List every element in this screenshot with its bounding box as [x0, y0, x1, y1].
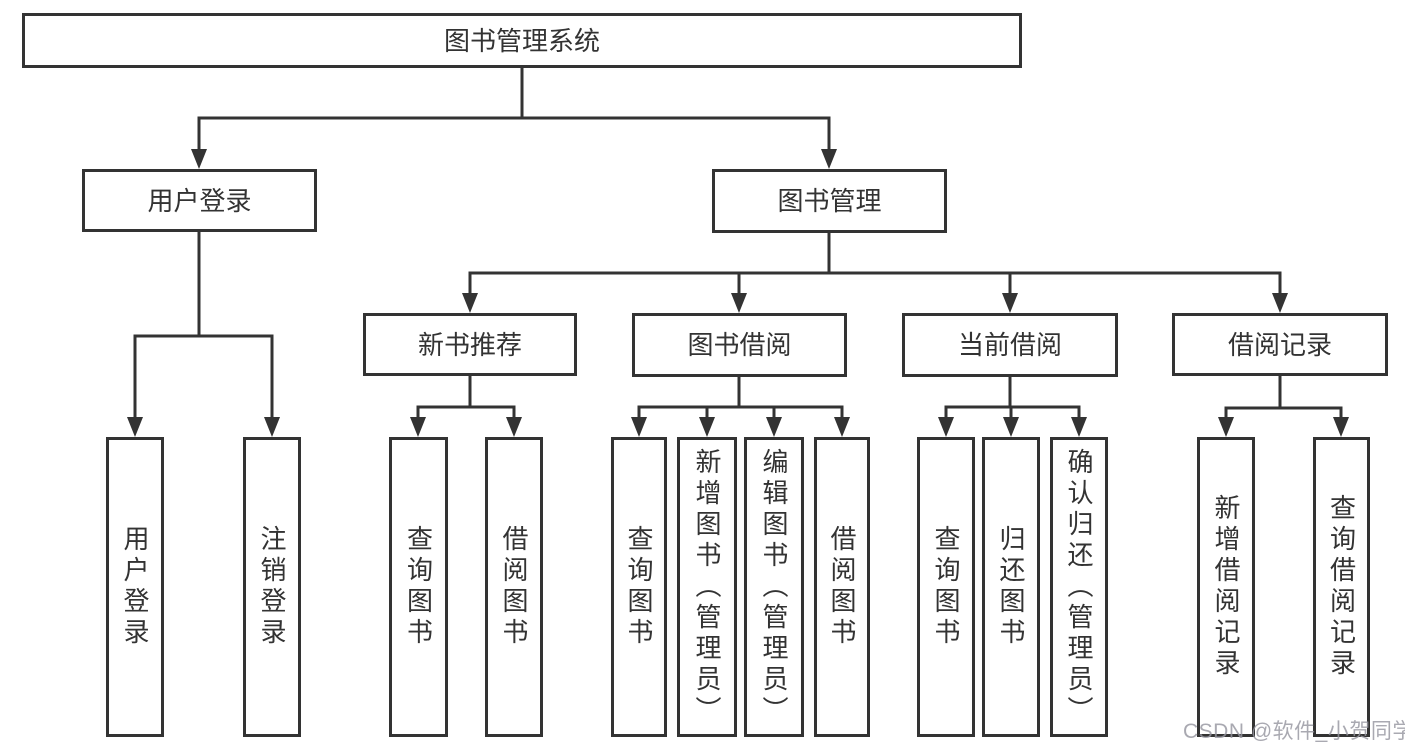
connector-user-login-to-leaves [127, 229, 280, 437]
node-book-borrow: 图书借阅 [632, 313, 847, 377]
node-query-book-nbr: 查询图书 [389, 437, 448, 737]
node-query-book-cb: 查询图书 [917, 437, 975, 737]
connector-current-borrow-to-leaves [938, 373, 1087, 437]
connector-new-book-rec-to-leaves [410, 373, 522, 437]
node-query-book-nbr-label: 查询图书 [403, 525, 434, 649]
arrowhead-icon [1002, 293, 1018, 313]
node-borrow-book-bb-label: 借阅图书 [827, 525, 857, 649]
node-confirm-return-label: 确认归还（管理员） [1064, 447, 1094, 727]
node-add-book-label: 新增图书（管理员） [692, 447, 722, 727]
arrowhead-icon [410, 417, 426, 437]
node-edit-book-label: 编辑图书（管理员） [759, 447, 789, 727]
arrowhead-icon [1333, 417, 1349, 437]
node-user-login-label: 用户登录 [147, 185, 252, 216]
node-book-mgmt: 图书管理 [712, 169, 947, 233]
node-book-mgmt-label: 图书管理 [777, 186, 882, 216]
arrowhead-icon [462, 293, 478, 313]
node-borrow-book-bb: 借阅图书 [814, 437, 870, 737]
node-borrow-book-nbr-label: 借阅图书 [499, 525, 529, 649]
node-add-borrow-record: 新增借阅记录 [1197, 437, 1255, 737]
node-borrow-records-label: 借阅记录 [1227, 329, 1332, 360]
arrowhead-icon [127, 417, 143, 437]
arrowhead-icon [699, 417, 715, 437]
arrowhead-icon [1071, 417, 1087, 437]
node-user-login: 用户登录 [82, 169, 317, 232]
csdn-watermark: CSDN @软件_小贺同学 [1183, 720, 1405, 743]
node-add-borrow-record-label: 新增借阅记录 [1211, 494, 1241, 680]
node-return-book-label: 归还图书 [996, 525, 1026, 649]
node-new-book-rec: 新书推荐 [363, 313, 577, 376]
arrowhead-icon [938, 417, 954, 437]
node-borrow-records: 借阅记录 [1172, 313, 1388, 376]
node-current-borrow-label: 当前借阅 [957, 330, 1062, 360]
connector-borrow-records-to-leaves [1218, 373, 1349, 437]
arrowhead-icon [264, 417, 280, 437]
node-add-book: 新增图书（管理员） [677, 437, 737, 737]
arrowhead-icon [506, 417, 522, 437]
node-current-borrow: 当前借阅 [902, 313, 1118, 377]
node-query-book-bb: 查询图书 [611, 437, 667, 737]
node-root-label: 图书管理系统 [443, 25, 600, 56]
node-logout-leaf-label: 注销登录 [257, 525, 287, 649]
node-new-book-rec-label: 新书推荐 [417, 329, 522, 360]
node-root: 图书管理系统 [22, 13, 1022, 68]
node-return-book: 归还图书 [982, 437, 1040, 737]
node-user-login-leaf: 用户登录 [106, 437, 164, 737]
arrowhead-icon [191, 149, 207, 169]
node-user-login-leaf-label: 用户登录 [120, 525, 150, 649]
node-edit-book: 编辑图书（管理员） [744, 437, 804, 737]
node-book-borrow-label: 图书借阅 [687, 330, 792, 360]
connector-book-borrow-to-leaves [631, 373, 850, 437]
arrowhead-icon [1218, 417, 1234, 437]
arrowhead-icon [821, 149, 837, 169]
arrowhead-icon [766, 417, 782, 437]
node-confirm-return: 确认归还（管理员） [1050, 437, 1108, 737]
node-query-borrow-record: 查询借阅记录 [1313, 437, 1370, 737]
node-query-book-cb-label: 查询图书 [931, 525, 961, 649]
arrowhead-icon [1003, 417, 1019, 437]
node-query-borrow-record-label: 查询借阅记录 [1326, 494, 1357, 680]
node-query-book-bb-label: 查询图书 [624, 525, 654, 649]
node-logout-leaf: 注销登录 [243, 437, 301, 737]
connector-book-mgmt-to-level3 [462, 229, 1288, 313]
connector-root-to-level2 [191, 65, 837, 169]
arrowhead-icon [1272, 293, 1288, 313]
arrowhead-icon [834, 417, 850, 437]
arrowhead-icon [631, 417, 647, 437]
node-borrow-book-nbr: 借阅图书 [485, 437, 543, 737]
arrowhead-icon [731, 293, 747, 313]
